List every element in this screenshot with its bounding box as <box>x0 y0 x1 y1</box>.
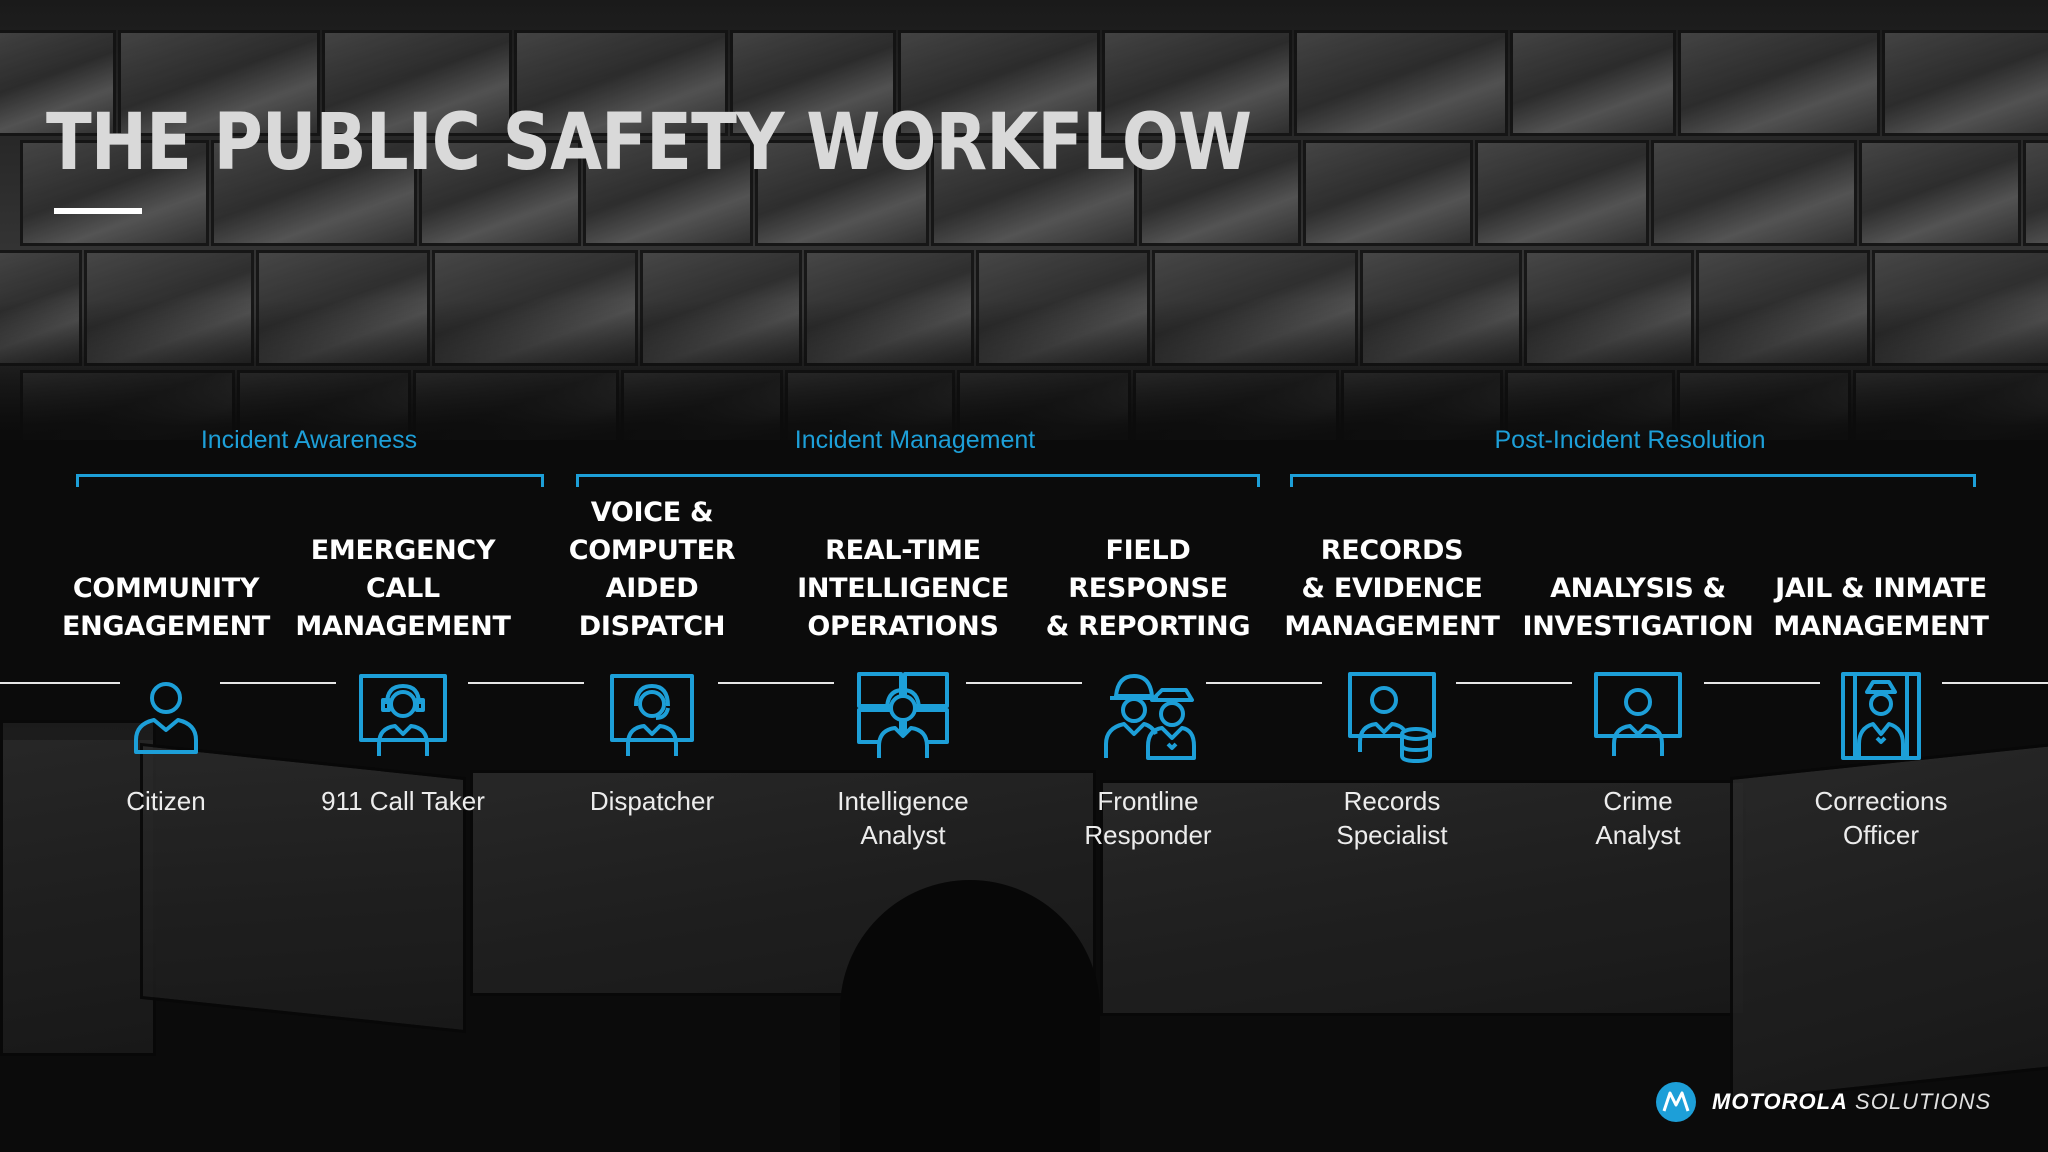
video-wall-screen <box>0 30 116 136</box>
connector-line <box>1942 682 2048 684</box>
corrections-officer-icon <box>1841 672 1921 760</box>
video-wall-screen <box>1859 140 2021 246</box>
step-title: RECORDS & EVIDENCE MANAGEMENT <box>1284 535 1500 642</box>
connector-line <box>966 682 1082 684</box>
phase-label-incident-awareness: Incident Awareness <box>200 426 418 454</box>
video-wall-screen <box>1510 30 1676 136</box>
connector-line <box>1206 682 1322 684</box>
phase-label-post-incident-resolution: Post-Incident Resolution <box>1494 426 1766 454</box>
video-wall-screen <box>1303 140 1473 246</box>
connector-line <box>718 682 834 684</box>
workflow-step-real-time-intelligence-operations: REAL-TIME INTELLIGENCE OPERATIONS Intell… <box>783 520 1023 852</box>
connector-line <box>468 682 584 684</box>
step-title: FIELD RESPONSE & REPORTING <box>1045 535 1251 642</box>
workflow-step-jail-inmate-management: JAIL & INMATE MANAGEMENT Corrections Off… <box>1761 520 2001 852</box>
video-wall-screen <box>931 140 1137 246</box>
video-wall-screen <box>1882 30 2048 136</box>
dispatcher-headset-icon <box>610 674 694 756</box>
video-wall-screen <box>583 140 753 246</box>
logo-brand-bold: MOTOROLA <box>1712 1089 1848 1114</box>
logo-wordmark: MOTOROLA SOLUTIONS <box>1712 1089 1991 1115</box>
video-wall-screen <box>20 140 209 246</box>
connector-line <box>220 682 336 684</box>
desk-monitor-map-right <box>1100 780 1746 1016</box>
step-role: Records Specialist <box>1336 786 1448 850</box>
step-role: Citizen <box>126 786 206 816</box>
video-wall-screen <box>898 30 1100 136</box>
motorola-solutions-logo: MOTOROLA SOLUTIONS <box>1656 1080 1991 1124</box>
workflow-step-analysis-investigation: ANALYSIS & INVESTIGATION Crime Analyst <box>1518 520 1758 852</box>
video-wall-screen <box>730 30 896 136</box>
records-database-icon <box>1348 672 1436 763</box>
video-wall-screen <box>1102 30 1292 136</box>
logo-brand-light: SOLUTIONS <box>1855 1089 1992 1114</box>
video-wall-screen <box>1475 140 1649 246</box>
step-role: Crime Analyst <box>1595 786 1681 850</box>
desk-monitor-left <box>0 720 156 1056</box>
video-wall-screen <box>419 140 581 246</box>
crime-analyst-monitor-icon <box>1594 672 1682 756</box>
video-wall-screen <box>514 30 728 136</box>
motorola-m-logo-icon <box>1656 1082 1696 1122</box>
step-title: VOICE & COMPUTER AIDED DISPATCH <box>568 497 736 642</box>
person-icon <box>134 682 198 754</box>
step-role: Frontline Responder <box>1084 786 1212 850</box>
step-role: 911 Call Taker <box>321 786 485 816</box>
video-wall-screen <box>211 140 417 246</box>
phase-bracket-incident-awareness <box>76 474 544 487</box>
lower-fade <box>0 440 2048 740</box>
workflow-step-emergency-call-management: EMERGENCY CALL MANAGEMENT 911 Call Taker <box>283 520 523 818</box>
connector-line <box>0 682 120 684</box>
intelligence-analyst-icon <box>857 672 949 758</box>
phase-label-incident-management: Incident Management <box>794 426 1036 454</box>
video-wall-screen <box>1651 140 1857 246</box>
step-title: EMERGENCY CALL MANAGEMENT <box>295 535 511 642</box>
step-role: Dispatcher <box>589 786 715 816</box>
step-role: Corrections Officer <box>1814 786 1948 850</box>
operator-silhouette <box>840 880 1100 1152</box>
video-wall-screen <box>2023 140 2048 246</box>
video-wall-screen <box>1139 140 1301 246</box>
firefighter-police-icon <box>1104 674 1196 760</box>
step-role: Intelligence Analyst <box>837 786 969 850</box>
workflow-step-field-response-reporting: FIELD RESPONSE & REPORTING Frontline Res… <box>1028 520 1268 852</box>
step-title: JAIL & INMATE MANAGEMENT <box>1773 573 1989 642</box>
workflow-step-records-evidence-management: RECORDS & EVIDENCE MANAGEMENT Records Sp… <box>1272 520 1512 852</box>
call-taker-headset-icon <box>359 674 447 756</box>
phase-bracket-post-incident-resolution <box>1290 474 1976 487</box>
connector-line <box>1456 682 1572 684</box>
video-wall-screen <box>322 30 512 136</box>
video-wall-screen <box>755 140 929 246</box>
page-title: THE PUBLIC SAFETY WORKFLOW <box>46 98 1252 188</box>
step-title: ANALYSIS & INVESTIGATION <box>1522 573 1754 642</box>
video-wall-screen <box>1678 30 1880 136</box>
workflow-step-voice-computer-aided-dispatch: VOICE & COMPUTER AIDED DISPATCH Dispatch… <box>532 497 772 818</box>
workflow-step-community-engagement: COMMUNITY ENGAGEMENT Citizen <box>46 520 286 818</box>
connector-line <box>1704 682 1820 684</box>
title-underline <box>54 208 142 214</box>
phase-bracket-incident-management <box>576 474 1260 487</box>
video-wall-screen <box>118 30 320 136</box>
step-title: COMMUNITY ENGAGEMENT <box>61 573 271 642</box>
step-title: REAL-TIME INTELLIGENCE OPERATIONS <box>797 535 1009 642</box>
video-wall-screen <box>1294 30 1508 136</box>
